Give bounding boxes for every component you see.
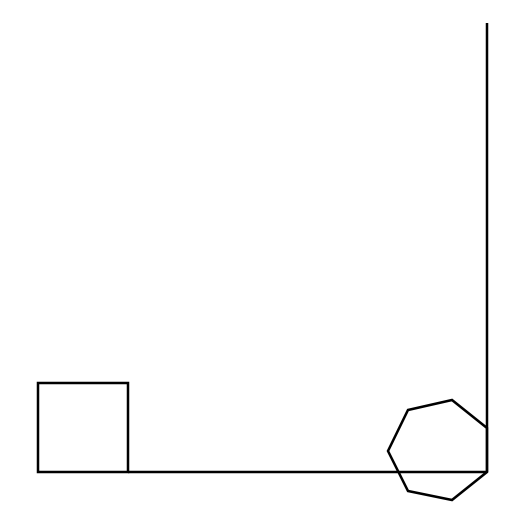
heptagon-shape (386, 398, 489, 502)
